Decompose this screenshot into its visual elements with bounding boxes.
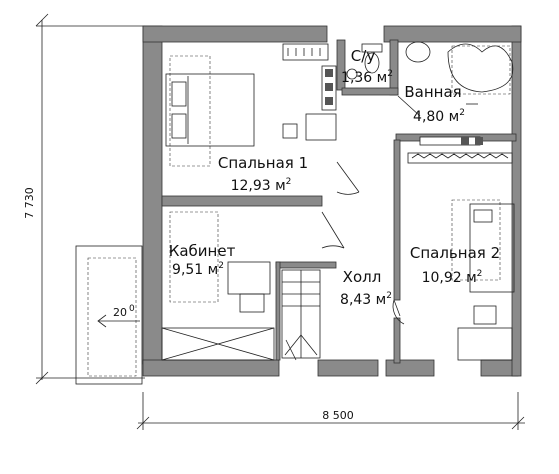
bedroom2-name: Спальная 2 bbox=[410, 244, 500, 262]
staircase bbox=[281, 269, 321, 361]
dimension-vertical: 7 730 bbox=[23, 13, 145, 385]
bedroom1-furniture bbox=[165, 55, 337, 167]
room-label-bath: Ванная 4,80 м2 bbox=[404, 83, 465, 125]
walls bbox=[142, 25, 522, 377]
bedroom1-area: 12,93 м2 bbox=[231, 177, 292, 194]
windows bbox=[282, 43, 513, 164]
bath-fixtures bbox=[405, 41, 514, 105]
dimension-horizontal: 8 500 bbox=[136, 392, 525, 430]
wc-area: 1,36 м2 bbox=[341, 69, 393, 86]
room-label-wc: С/у 1,36 м2 bbox=[341, 47, 393, 86]
study-name: Кабинет bbox=[169, 242, 236, 260]
doors bbox=[321, 95, 421, 325]
room-label-hall: Холл 8,43 м2 bbox=[340, 268, 392, 308]
room-label-study: Кабинет 9,51 м2 bbox=[169, 242, 236, 278]
width-dimension-label: 8 500 bbox=[322, 409, 354, 422]
bath-area: 4,80 м2 bbox=[413, 108, 465, 125]
study-area: 9,51 м2 bbox=[172, 261, 224, 278]
room-label-bedroom2: Спальная 2 10,92 м2 bbox=[410, 244, 500, 286]
hall-area: 8,43 м2 bbox=[340, 291, 392, 308]
study-furniture bbox=[161, 211, 275, 361]
wc-name: С/у bbox=[351, 47, 376, 65]
hall-name: Холл bbox=[343, 268, 382, 286]
bedroom2-area: 10,92 м2 bbox=[422, 269, 483, 286]
bedroom2-furniture bbox=[451, 199, 515, 361]
room-label-bedroom1: Спальная 1 12,93 м2 bbox=[218, 154, 308, 194]
bedroom1-name: Спальная 1 bbox=[218, 154, 308, 172]
wc-fixtures bbox=[346, 43, 383, 80]
bath-name: Ванная bbox=[404, 83, 461, 101]
height-dimension-label: 7 730 bbox=[23, 187, 36, 219]
